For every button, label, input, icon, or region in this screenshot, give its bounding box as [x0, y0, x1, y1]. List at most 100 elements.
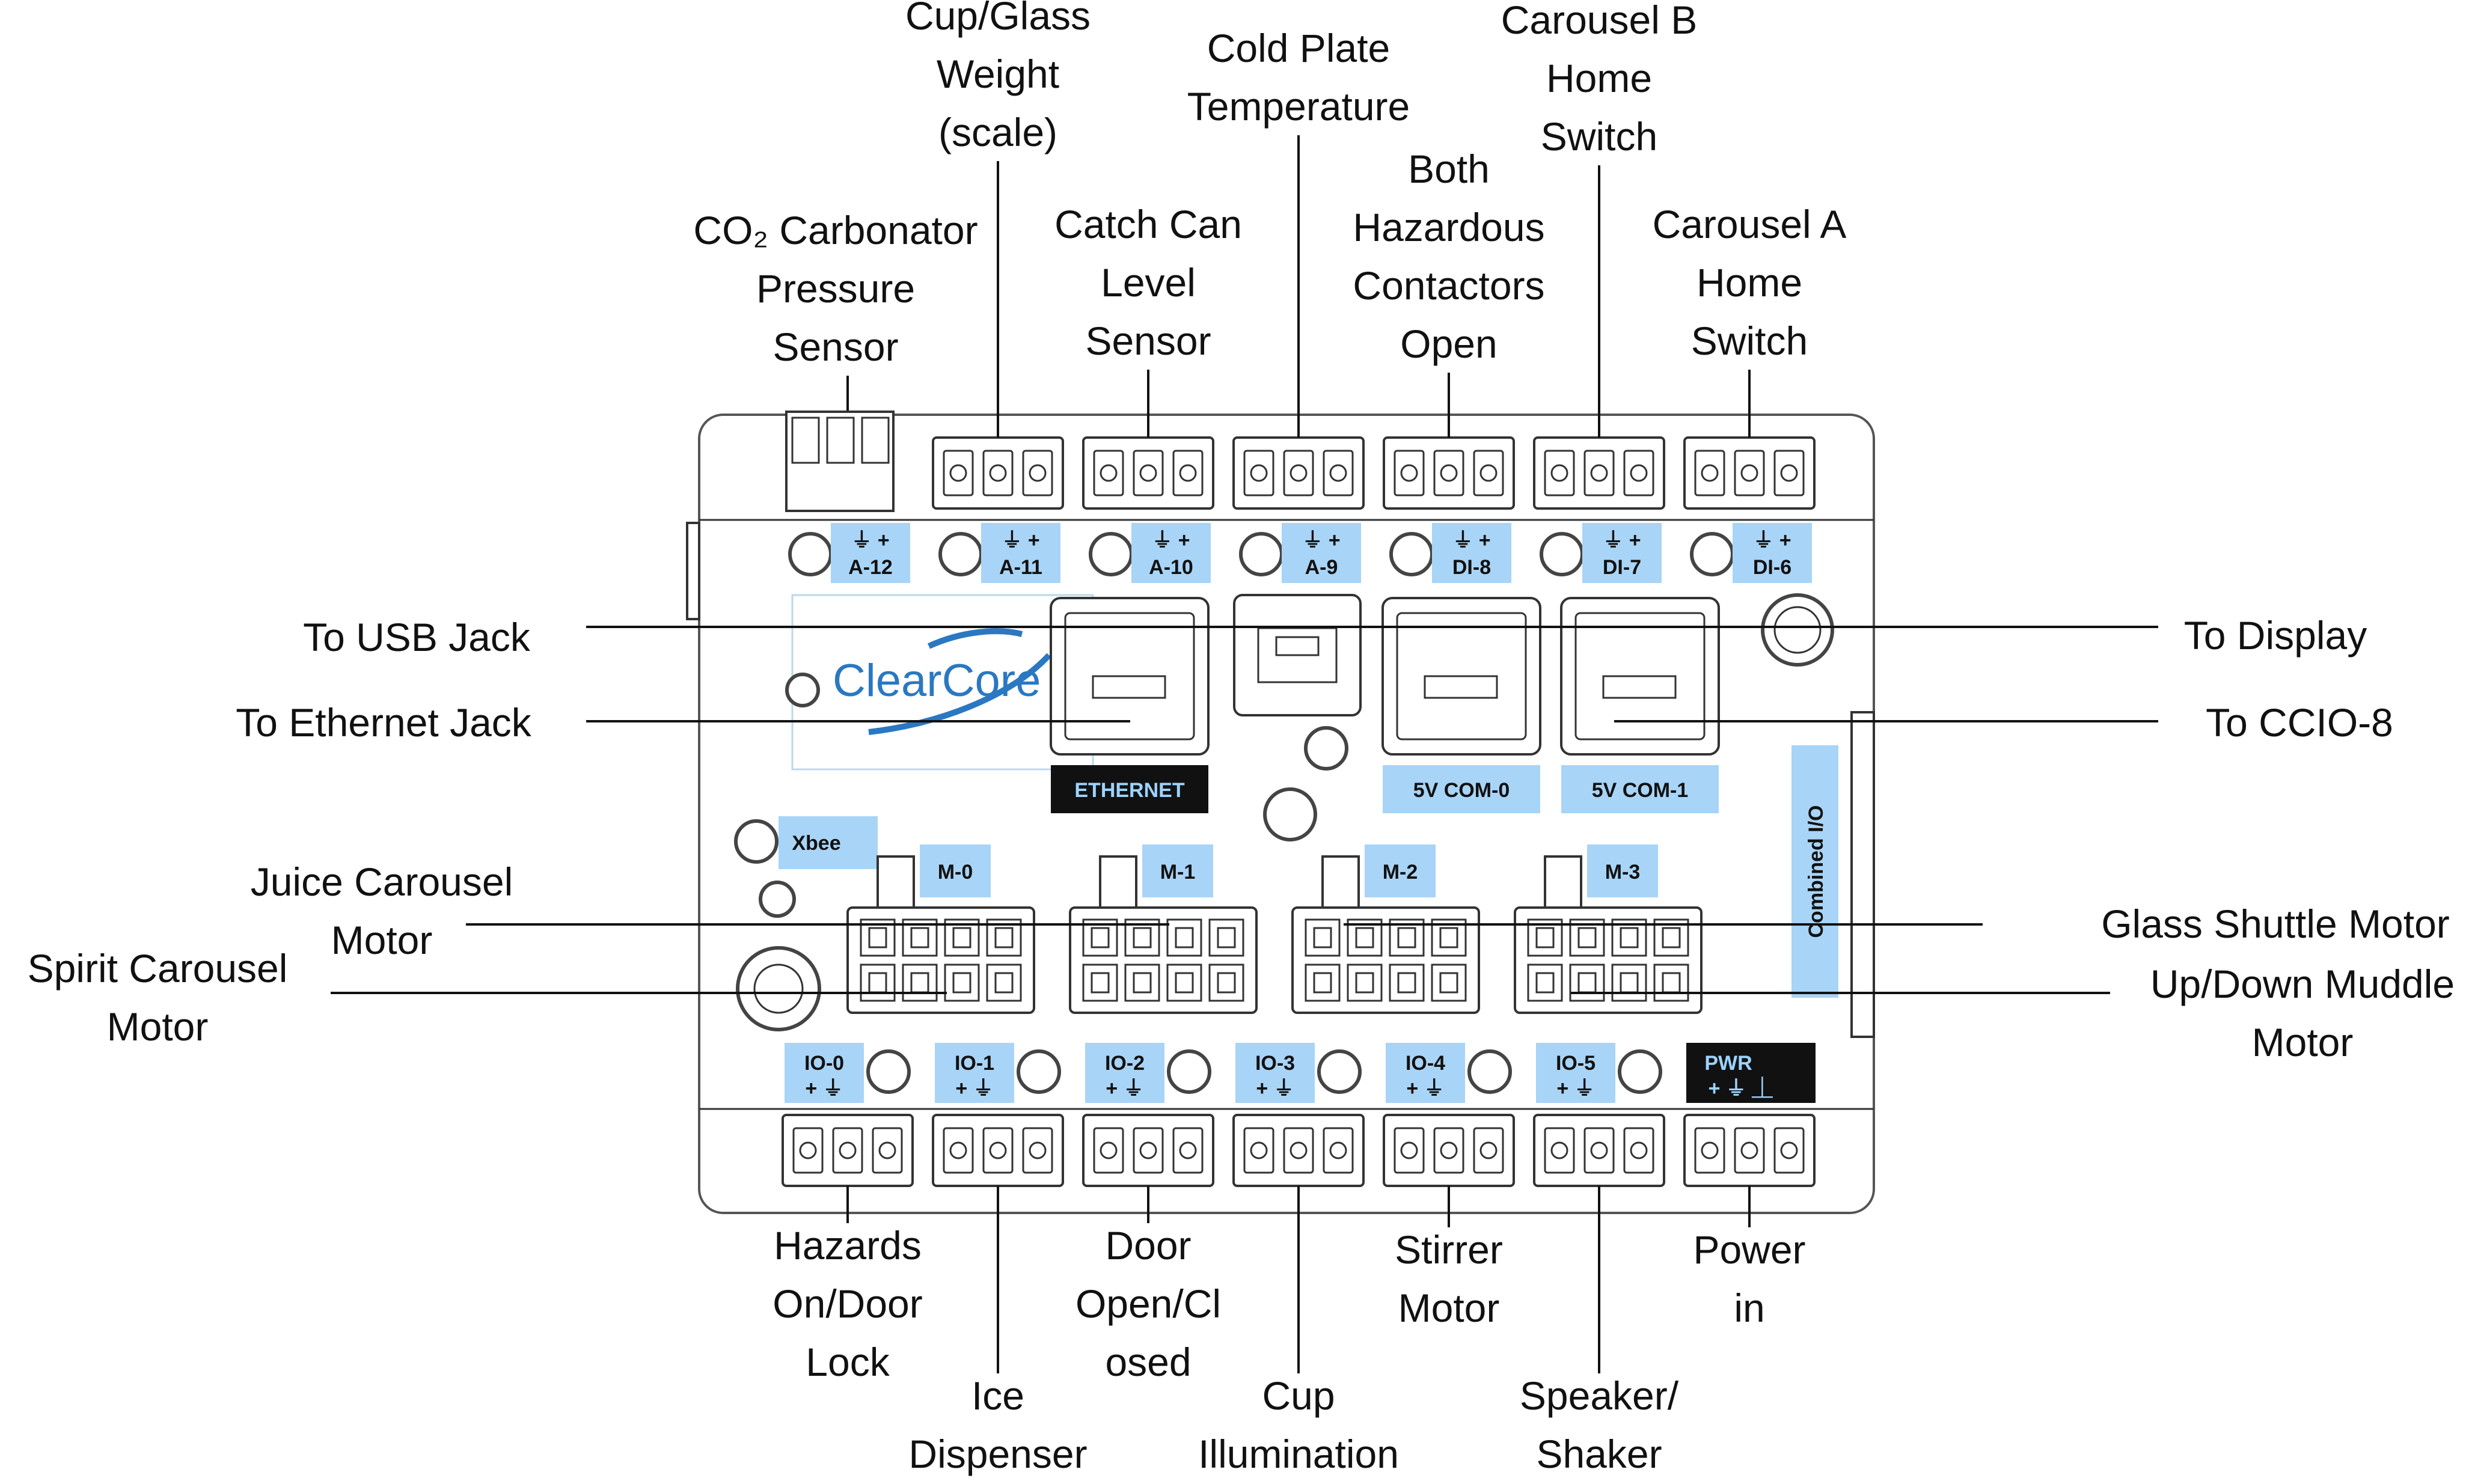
top-connector-a-11-pin-2	[989, 464, 1007, 482]
mounting-hole-right-inner	[1773, 606, 1822, 654]
bottom-tag-pwr	[1686, 1043, 1816, 1103]
callout-a-9-line-1: Cold Plate	[1207, 26, 1391, 70]
left-tab	[686, 522, 700, 620]
co2-terminal-slot-1	[791, 417, 820, 464]
callout-a-12-line-2: Pressure	[756, 266, 915, 311]
motor-tag-text-m-2: M-2	[1383, 861, 1418, 884]
muddle-callout-line2: Motor	[2252, 1020, 2354, 1064]
top-connector-di-6-slot-1	[1694, 450, 1725, 496]
motor-m-3-cell-6	[1569, 963, 1605, 1002]
bottom-tag-io-2	[1085, 1043, 1164, 1103]
bottom-led-io-0	[866, 1049, 911, 1094]
bottom-led-io-1	[1017, 1049, 1061, 1094]
bottom-callouts: HazardsOn/DoorLockIceDispenserDoorOpen/C…	[773, 1186, 1806, 1476]
motor-tag-text-m-3: M-3	[1605, 861, 1641, 884]
motor-tag-text-m-0: M-0	[938, 861, 973, 884]
motor-m-1-pin-1	[1091, 927, 1110, 948]
motor-m-0-pin-1	[868, 927, 887, 948]
com1-tag-text: 5V COM-1	[1592, 779, 1689, 802]
top-connector-di-7-slot-3	[1623, 450, 1654, 496]
center-screw	[1263, 787, 1317, 841]
bottom-connector-io-2-slot-3	[1172, 1127, 1204, 1174]
top-tag-symbols-di-6: ⏚ +	[1753, 529, 1791, 552]
bottom-connector-io-2-pin-3	[1179, 1141, 1197, 1159]
top-connector-di-6-pin-2	[1740, 464, 1758, 482]
motor-m-2-pin-4	[1439, 927, 1458, 948]
ethernet-jack-inner	[1064, 612, 1195, 740]
bottom-connector-io-5-slot-1	[1544, 1127, 1575, 1174]
callout-io-2-line-1: Door	[1105, 1223, 1191, 1268]
top-connector-a-11-slot-1	[943, 450, 974, 496]
bottom-connector-pwr-slot-3	[1773, 1127, 1805, 1174]
top-tag-di-6	[1733, 523, 1812, 583]
top-tag-symbols-a-10: ⏚ +	[1152, 529, 1190, 552]
callout-di-8-line-2: Hazardous	[1353, 205, 1544, 249]
callout-io-3-line-1: Cup	[1262, 1373, 1335, 1418]
bottom-tag-id-io-0: IO-0	[804, 1052, 844, 1075]
top-connector-di-6-pin-1	[1701, 464, 1719, 482]
motor-m-0-cell-7	[944, 963, 980, 1002]
motor-m-1-pin-3	[1175, 927, 1194, 948]
bottom-connector-io-4-slot-1	[1394, 1127, 1425, 1174]
callout-a-12-line-1: CO₂ Carbonator	[693, 208, 978, 252]
xbee-tag-text: Xbee	[792, 832, 840, 855]
bottom-connector-io-3-pin-2	[1290, 1141, 1308, 1159]
top-connector-di-8-pin-3	[1479, 464, 1498, 482]
motor-m-3-cell-7	[1611, 963, 1647, 1002]
motor-m-0-cell-5	[860, 963, 896, 1002]
callout-di-8-line-4: Open	[1400, 322, 1497, 366]
callout-io-1-line-2: Dispenser	[908, 1432, 1087, 1476]
callout-a-12-line-3: Sensor	[773, 325, 898, 369]
motor-m-2-cell-7	[1389, 963, 1425, 1002]
top-connector-a-10-slot-1	[1093, 450, 1124, 496]
motor-m-3-cell-3	[1611, 918, 1647, 957]
bottom-connector-io-0-pin-1	[799, 1141, 817, 1159]
glass-callout: Glass Shuttle Motor	[2101, 902, 2450, 946]
mounting-hole-left-inner	[753, 963, 804, 1014]
top-led-a-9	[1239, 532, 1283, 576]
callout-di-7-line-2: Home	[1546, 56, 1652, 100]
motor-m-1-cell-2	[1124, 918, 1160, 957]
callout-io-5-line-2: Shaker	[1536, 1432, 1662, 1476]
top-connector-di-6-body	[1683, 436, 1816, 510]
bottom-led-io-3	[1317, 1049, 1362, 1094]
bottom-tag-io-1	[935, 1043, 1014, 1103]
motor-m-1-pin-5	[1091, 972, 1110, 994]
bottom-tag-symbols-io-2: + ⏚	[1106, 1077, 1143, 1100]
bottom-tag-io-4	[1386, 1043, 1465, 1103]
top-connector-a-9-slot-2	[1283, 450, 1314, 496]
bottom-tag-id-io-5: IO-5	[1556, 1052, 1596, 1075]
bottom-connector-pwr-slot-2	[1734, 1127, 1765, 1174]
xbee-led	[734, 819, 779, 864]
top-connector-di-7-pin-2	[1590, 464, 1608, 482]
callout-a-11-line-2: Weight	[937, 52, 1059, 96]
bottom-tag-symbols-io-4: + ⏚	[1406, 1077, 1444, 1100]
motor-m-3-pin-2	[1577, 927, 1597, 948]
top-connector-a-10-slot-3	[1172, 450, 1204, 496]
bottom-connector-io-2-pin-1	[1100, 1141, 1118, 1159]
bottom-connector-io-2-pin-2	[1139, 1141, 1157, 1159]
top-tag-id-a-11: A-11	[999, 556, 1042, 579]
motor-m-2-cell-8	[1431, 963, 1467, 1002]
mounting-hole-left	[736, 946, 821, 1031]
motor-m-1-cell-8	[1208, 963, 1244, 1002]
bottom-connector-io-0-body	[782, 1114, 914, 1187]
callout-io-3-line-2: Illumination	[1198, 1432, 1399, 1476]
bottom-connector-io-3-slot-3	[1323, 1127, 1354, 1174]
motor-m-1-cell-6	[1124, 963, 1160, 1002]
motor-m-3-cell-8	[1653, 963, 1689, 1002]
ethernet-tag-text: ETHERNET	[1074, 779, 1184, 802]
com0-tag-text: 5V COM-0	[1413, 779, 1510, 802]
motor-m-2-pin-3	[1397, 927, 1416, 948]
top-tag-a-10	[1131, 523, 1211, 583]
spirit-callout-line2: Motor	[107, 1004, 209, 1049]
top-connector-a-9-pin-1	[1250, 464, 1268, 482]
top-led-a-12	[788, 532, 833, 576]
top-connector-di-6-slot-2	[1734, 450, 1765, 496]
motor-latch-m-0	[877, 855, 915, 912]
bottom-tag-io-5	[1536, 1043, 1615, 1103]
co2-terminal-block	[785, 411, 895, 512]
bottom-connector-io-5-body	[1533, 1114, 1665, 1187]
top-connector-di-8-slot-3	[1473, 450, 1504, 496]
